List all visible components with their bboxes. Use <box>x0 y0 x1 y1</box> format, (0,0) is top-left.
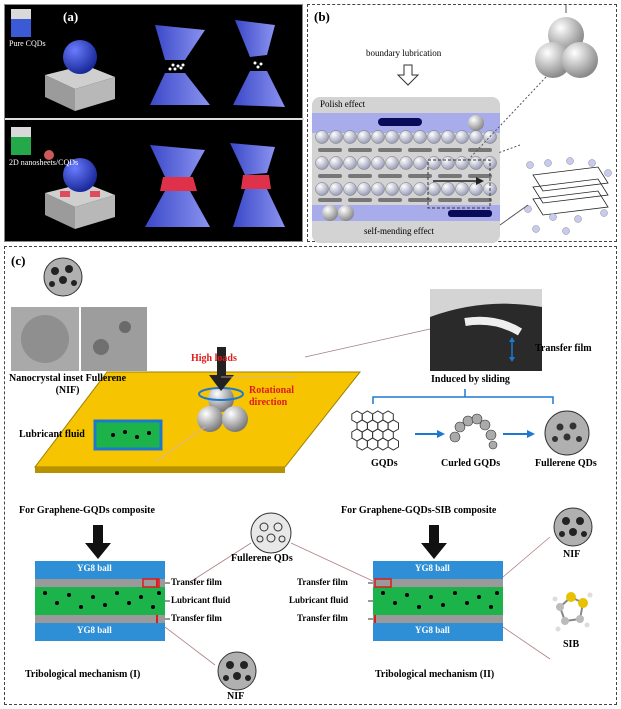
down-arrow-icon <box>396 64 420 86</box>
panel-a-illustration <box>5 9 304 229</box>
down-arrow-icon <box>85 543 111 559</box>
fullerene-icon <box>43 257 83 297</box>
down-arrow-icon <box>421 543 447 559</box>
panel-b: (b) boundary lubrication Polish effect s… <box>307 4 617 243</box>
induced-by-sliding-label: Induced by sliding <box>431 374 510 385</box>
left-ball-top-label: YG8 ball <box>77 563 112 573</box>
panel-a-label: (a) <box>63 9 79 24</box>
left-lubricant-fluid: Lubricant fluid <box>171 595 231 605</box>
nanosheets-cqds-caption: 2D nanosheets/CQDs <box>9 158 79 167</box>
fullerene-qds-center-icon <box>250 512 292 554</box>
sib-label: SIB <box>563 639 580 650</box>
down-arrow-icon <box>209 375 234 391</box>
fullerene-qds-label: Fullerene QDs <box>535 458 597 469</box>
right-lubricant-fluid: Lubricant fluid <box>289 595 349 605</box>
high-loads-label: High loads <box>191 353 237 364</box>
curled-gqds-label: Curled GQDs <box>441 458 501 469</box>
nif-caption: Nanocrystal inset Fullerene (NIF) <box>9 373 127 396</box>
nif-icon <box>217 651 257 691</box>
right-ball-bottom-label: YG8 ball <box>415 625 450 635</box>
left-transfer-film-2: Transfer film <box>171 613 222 623</box>
rotational-direction-label: Rotational direction <box>249 385 294 408</box>
left-mech-caption: Tribological mechanism (I) <box>25 669 141 680</box>
left-transfer-film-1: Transfer film <box>171 577 222 587</box>
left-composite-title: For Graphene-GQDs composite <box>19 505 155 516</box>
polish-effect-text: Polish effect <box>320 99 366 109</box>
right-transfer-film-2: Transfer film <box>297 613 348 623</box>
right-mech-caption: Tribological mechanism (II) <box>375 669 495 680</box>
graphene-stack-icon <box>532 166 609 216</box>
gqds-label: GQDs <box>371 458 398 469</box>
left-ball-bottom-label: YG8 ball <box>77 625 112 635</box>
panel-b-label: (b) <box>314 9 330 24</box>
right-ball-top-label: YG8 ball <box>415 563 450 573</box>
right-transfer-film-1: Transfer film <box>297 577 348 587</box>
boundary-lubrication-text: boundary lubrication <box>366 48 442 58</box>
panel-b-illustration <box>312 5 612 243</box>
fullerene-cluster-icon <box>535 17 598 78</box>
sib-molecule-icon <box>552 592 593 632</box>
gqds-icon <box>351 410 399 451</box>
panel-c-illustration <box>11 257 593 691</box>
panel-c-label: (c) <box>11 253 26 268</box>
right-nif-label: NIF <box>563 549 581 560</box>
right-composite-title: For Graphene-GQDs-SIB composite <box>341 505 497 516</box>
panel-c: (c) Nanocrystal inset Fullerene (NIF) Lu… <box>4 246 617 705</box>
curled-gqds-icon <box>449 413 498 450</box>
nif-icon <box>553 507 593 547</box>
panel-a: (a) Pure CQDs 2D nanosheets/CQDs <box>4 4 304 242</box>
lubricant-fluid-label: Lubricant fluid <box>19 429 85 440</box>
left-nif-label: NIF <box>227 691 245 702</box>
fullerene-qds-icon <box>544 410 590 456</box>
pure-cqds-caption: Pure CQDs <box>9 39 46 48</box>
self-mending-text: self-mending effect <box>364 226 435 236</box>
fullerene-qds-center-label: Fullerene QDs <box>231 553 293 564</box>
transfer-film-top-label: Transfer film <box>535 343 592 354</box>
